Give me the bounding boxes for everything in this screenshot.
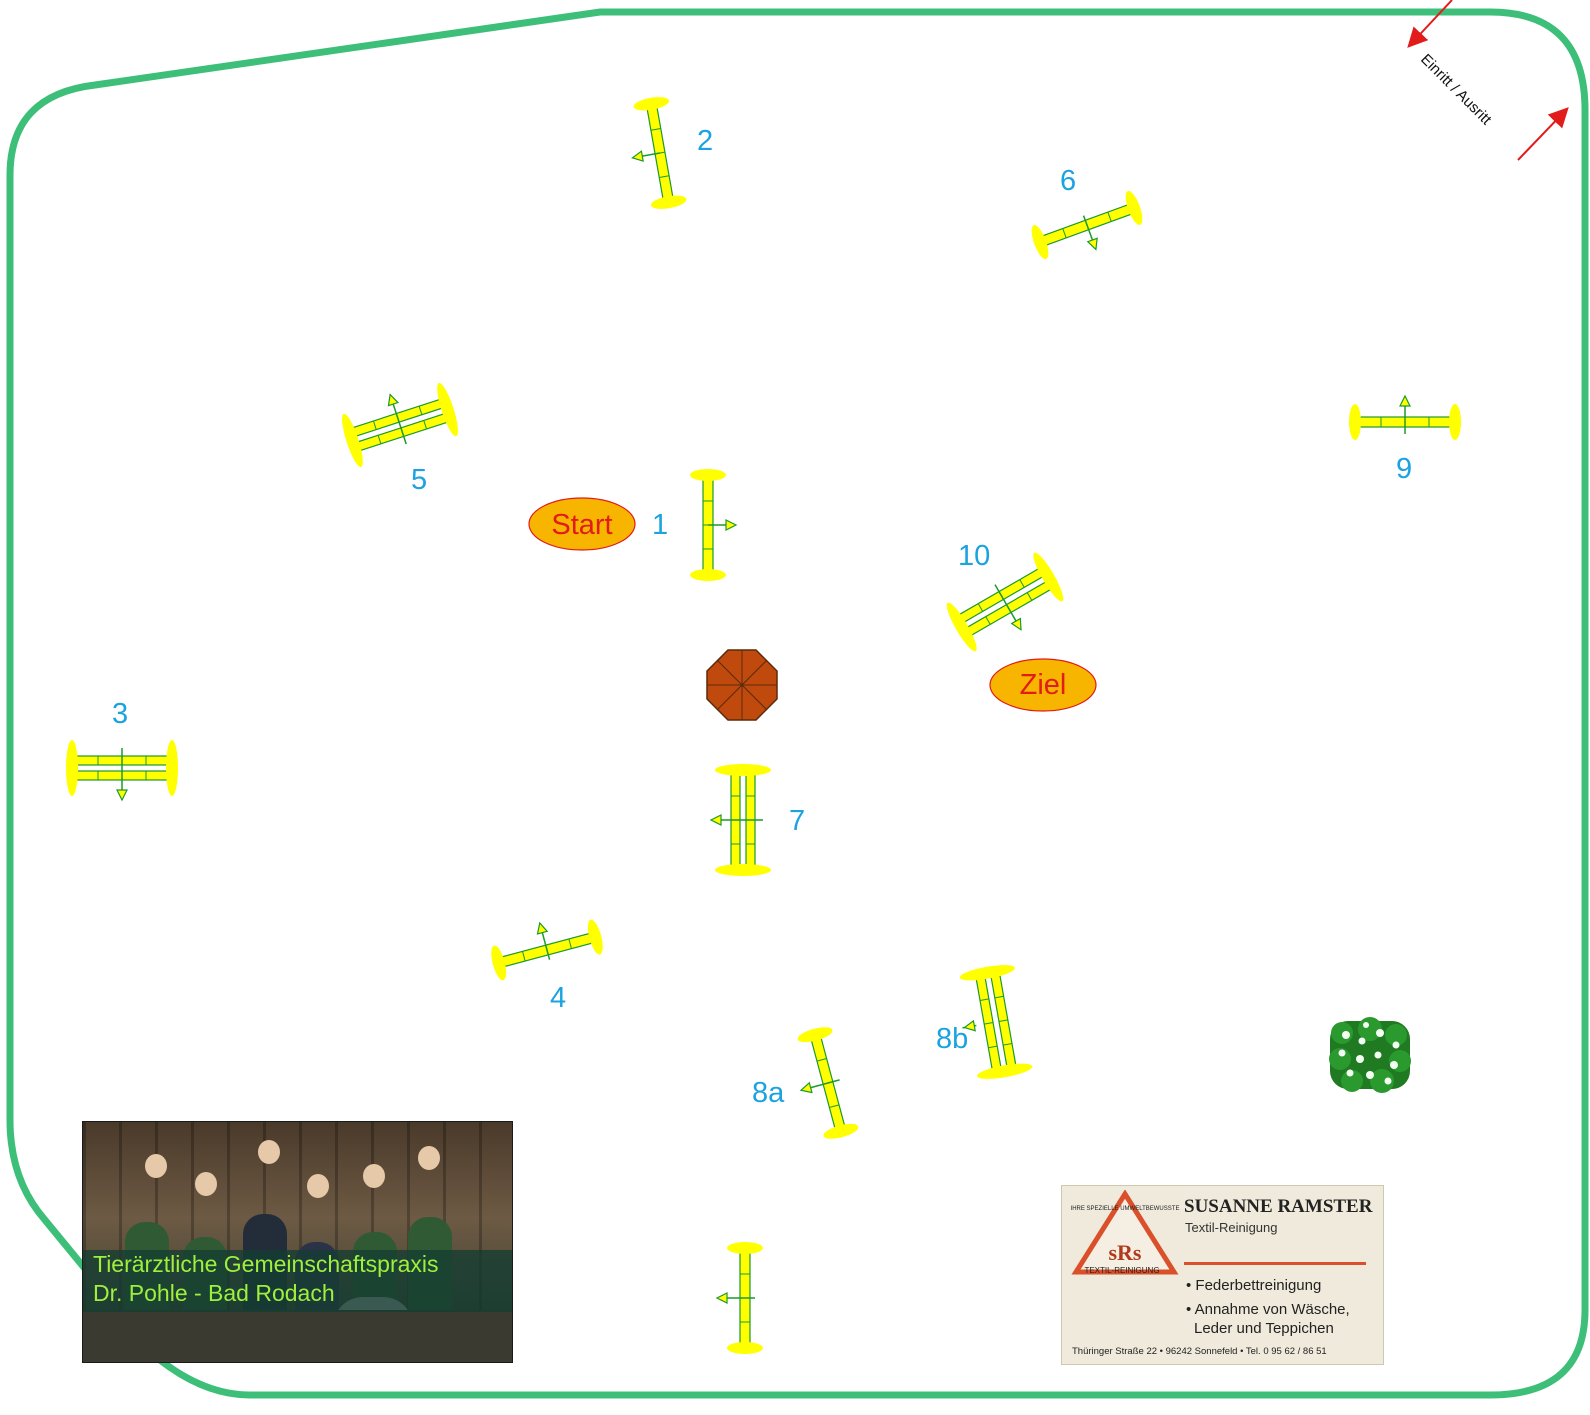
jump-7 [711, 764, 771, 876]
jump-4 [486, 908, 606, 981]
octagon-icon [707, 650, 777, 720]
textile-cleaning-ad: sRs IHRE SPEZIELLE UMWELTBEWUSSTE TEXTIL… [1061, 1185, 1384, 1365]
srs-logo-text: sRs [1108, 1240, 1141, 1265]
jump-2 [623, 95, 688, 213]
jump-1 [690, 469, 736, 581]
vet-ad-line-1: Tierärztliche Gemeinschaftspraxis [83, 1250, 512, 1279]
direction-arrow [1400, 396, 1410, 434]
jump-label-1: 1 [652, 509, 668, 541]
jump-9 [1349, 396, 1461, 440]
jump-5 [337, 377, 462, 469]
finish-label: Ziel [1020, 669, 1067, 701]
finish-marker: Ziel [990, 659, 1096, 711]
jump-label-3: 3 [112, 698, 128, 730]
srs-divider [1184, 1262, 1366, 1265]
jump-unnumbered [717, 1242, 763, 1354]
person-head [258, 1140, 280, 1164]
jump-label-10: 10 [958, 540, 990, 572]
jump-6 [1028, 189, 1148, 269]
jump-8a [786, 1024, 859, 1144]
jump-label-5: 5 [411, 464, 427, 496]
vet-ad-line-2: Dr. Pohle - Bad Rodach [83, 1279, 512, 1308]
jump-label-4: 4 [550, 982, 566, 1014]
person-head [418, 1146, 440, 1170]
jump-label-8b: 8b [936, 1023, 968, 1055]
jump-3 [66, 740, 178, 800]
srs-bullet-2: • Annahme von Wäsche, Leder und Teppiche… [1186, 1300, 1350, 1338]
person-head [145, 1154, 167, 1178]
srs-logo-base: TEXTIL-REINIGUNG [1072, 1266, 1172, 1275]
person-head [363, 1164, 385, 1188]
person-head [307, 1174, 329, 1198]
srs-bullet-1: • Federbettreinigung [1186, 1277, 1321, 1294]
start-marker: Start [529, 498, 635, 550]
srs-bullet-2-line-1: • Annahme von Wäsche, [1186, 1300, 1350, 1319]
jump-label-8a: 8a [752, 1077, 785, 1109]
jump-label-9: 9 [1396, 453, 1412, 485]
vet-ad-banner: Tierärztliche Gemeinschaftspraxis Dr. Po… [83, 1250, 512, 1312]
jump-label-6: 6 [1060, 165, 1076, 197]
entry-exit-label: Einritt / Ausritt [1417, 51, 1495, 129]
srs-owner-name: SUSANNE RAMSTER [1184, 1196, 1372, 1218]
start-label: Start [551, 509, 612, 541]
vet-practice-ad: Tierärztliche Gemeinschaftspraxis Dr. Po… [82, 1121, 513, 1363]
srs-logo-ring: IHRE SPEZIELLE UMWELTBEWUSSTE [1071, 1206, 1180, 1212]
fence-rails [959, 962, 1034, 1082]
person-head [195, 1172, 217, 1196]
jump-label-2: 2 [697, 125, 713, 157]
jump-label-7: 7 [789, 805, 805, 837]
srs-bullet-2-line-2: Leder und Teppichen [1186, 1319, 1350, 1338]
srs-subtitle: Textil-Reinigung [1185, 1220, 1278, 1235]
shrub-icon [1329, 1017, 1411, 1093]
ad-ground [83, 1310, 512, 1362]
srs-address: Thüringer Straße 22 • 96242 Sonnefeld • … [1072, 1346, 1327, 1357]
